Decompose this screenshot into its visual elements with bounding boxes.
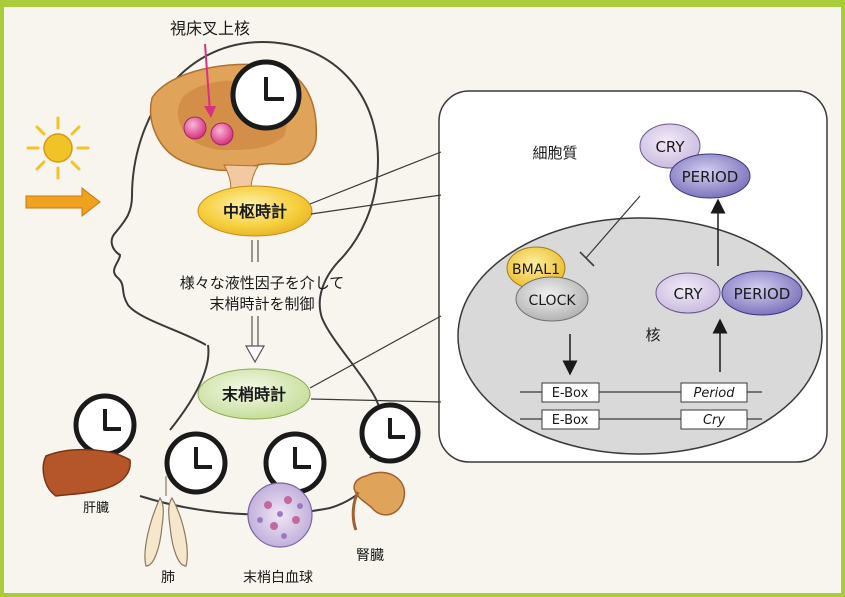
- lung-label: 肺: [161, 570, 175, 586]
- body-outline: [169, 344, 210, 431]
- scn-nucleus-left: [183, 116, 207, 140]
- ebox-cry-label: E-Box: [552, 413, 589, 428]
- nucleus-label: 核: [645, 326, 660, 344]
- wbc: [247, 482, 313, 548]
- clock-icon: [73, 393, 137, 457]
- head-silhouette: [110, 40, 383, 459]
- liver-label: 肝臓: [83, 501, 109, 516]
- sun-icon: [26, 116, 90, 180]
- mediator-text-line2: 末梢時計を制御: [209, 295, 314, 313]
- clock-icon: [164, 431, 228, 495]
- bmal1-label: BMAL1: [512, 262, 560, 278]
- scn-pointer: [204, 43, 211, 113]
- inhibition-bar: [579, 251, 595, 267]
- period-cytoplasm: [669, 153, 751, 199]
- central-connector-top: [309, 151, 442, 205]
- central-clock-node: [197, 185, 313, 237]
- cry-gene-box: [680, 409, 748, 430]
- light-arrow-icon: [25, 186, 101, 218]
- cytoplasm-label: 細胞質: [532, 144, 577, 162]
- period-nucleus-label: PERIOD: [734, 285, 791, 303]
- cry-cytoplasm: [639, 123, 701, 169]
- mediator-text-line1: 様々な液性因子を介して: [180, 274, 345, 292]
- clock-icon: [230, 59, 302, 131]
- clock-label: CLOCK: [528, 293, 576, 309]
- scn-nucleus-right: [210, 122, 234, 146]
- cry-gene-label: Cry: [703, 413, 725, 428]
- lung: [144, 476, 188, 567]
- period-nucleus: [721, 270, 803, 316]
- central-connector-bottom: [310, 194, 442, 215]
- period-gene-label: Period: [694, 386, 736, 401]
- peripheral-connector-bottom: [310, 398, 442, 403]
- ebox-period-label: E-Box: [552, 386, 589, 401]
- kidney-label: 腎臓: [356, 548, 384, 564]
- frame-top-band: [0, 0, 845, 7]
- clock-icon: [359, 402, 421, 464]
- inhibition-line: [585, 195, 641, 259]
- scn-pointer-head: [204, 106, 216, 118]
- hollow-arrow-upper: [251, 240, 259, 262]
- period-gene-box: [680, 382, 748, 403]
- cry-nucleus-label: CRY: [673, 285, 703, 303]
- central-clock-label: 中枢時計: [223, 202, 287, 221]
- cry-nucleus: [655, 272, 721, 314]
- ebox-cry-box: [541, 409, 600, 430]
- scn-label: 視床叉上核: [170, 19, 250, 38]
- kidney: [353, 471, 406, 516]
- clock-protein: [515, 276, 589, 322]
- cry-cytoplasm-label: CRY: [655, 138, 685, 156]
- period-cytoplasm-label: PERIOD: [682, 168, 739, 186]
- peripheral-connector-top: [309, 315, 442, 389]
- liver: [42, 448, 131, 497]
- hollow-arrow-lower: [244, 316, 266, 364]
- kidney-ureter: [351, 491, 360, 531]
- wbc-label: 末梢白血球: [243, 570, 313, 586]
- peripheral-clock-node: [197, 368, 311, 420]
- ebox-period-box: [541, 382, 600, 403]
- peripheral-clock-label: 末梢時計: [222, 385, 286, 404]
